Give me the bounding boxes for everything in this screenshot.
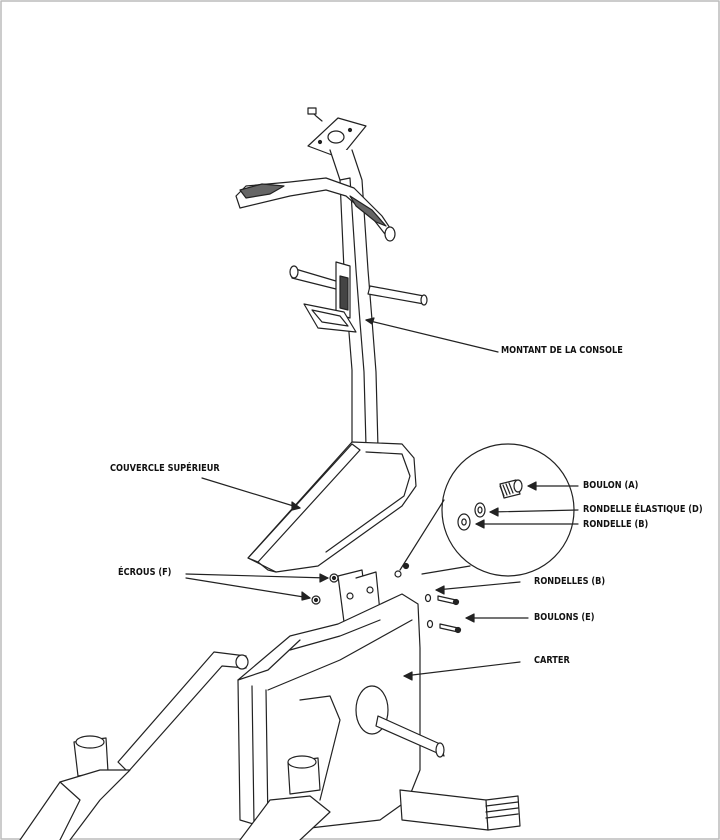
- left-arm: [117, 651, 249, 773]
- leader-lines: [185, 317, 579, 681]
- label-nuts: ÉCROUS (F): [118, 567, 172, 578]
- left-foot: [19, 735, 131, 840]
- top-cover: [247, 441, 417, 573]
- mount-bracket: [311, 569, 381, 623]
- right-foot: [399, 789, 521, 831]
- label-spring-washer: RONDELLE ÉLASTIQUE (D): [583, 504, 703, 515]
- center-foot: [239, 755, 331, 840]
- label-washers: RONDELLES (B): [534, 576, 606, 587]
- detail-magnifier: [394, 443, 575, 578]
- label-bolt-a: BOULON (A): [583, 480, 639, 491]
- upper-handlebar: [235, 177, 396, 242]
- lower-grips: [289, 261, 428, 333]
- frame-housing: [237, 593, 445, 829]
- label-washer-b: RONDELLE (B): [583, 519, 649, 530]
- label-housing: CARTER: [534, 655, 570, 666]
- console-mount-plate: [307, 107, 367, 159]
- label-top-cover: COUVERCLE SUPÉRIEUR: [110, 463, 220, 474]
- label-bolts-e: BOULONS (E): [534, 612, 595, 623]
- label-console-mast: MONTANT DE LA CONSOLE: [501, 345, 623, 356]
- side-bolts: [424, 593, 462, 634]
